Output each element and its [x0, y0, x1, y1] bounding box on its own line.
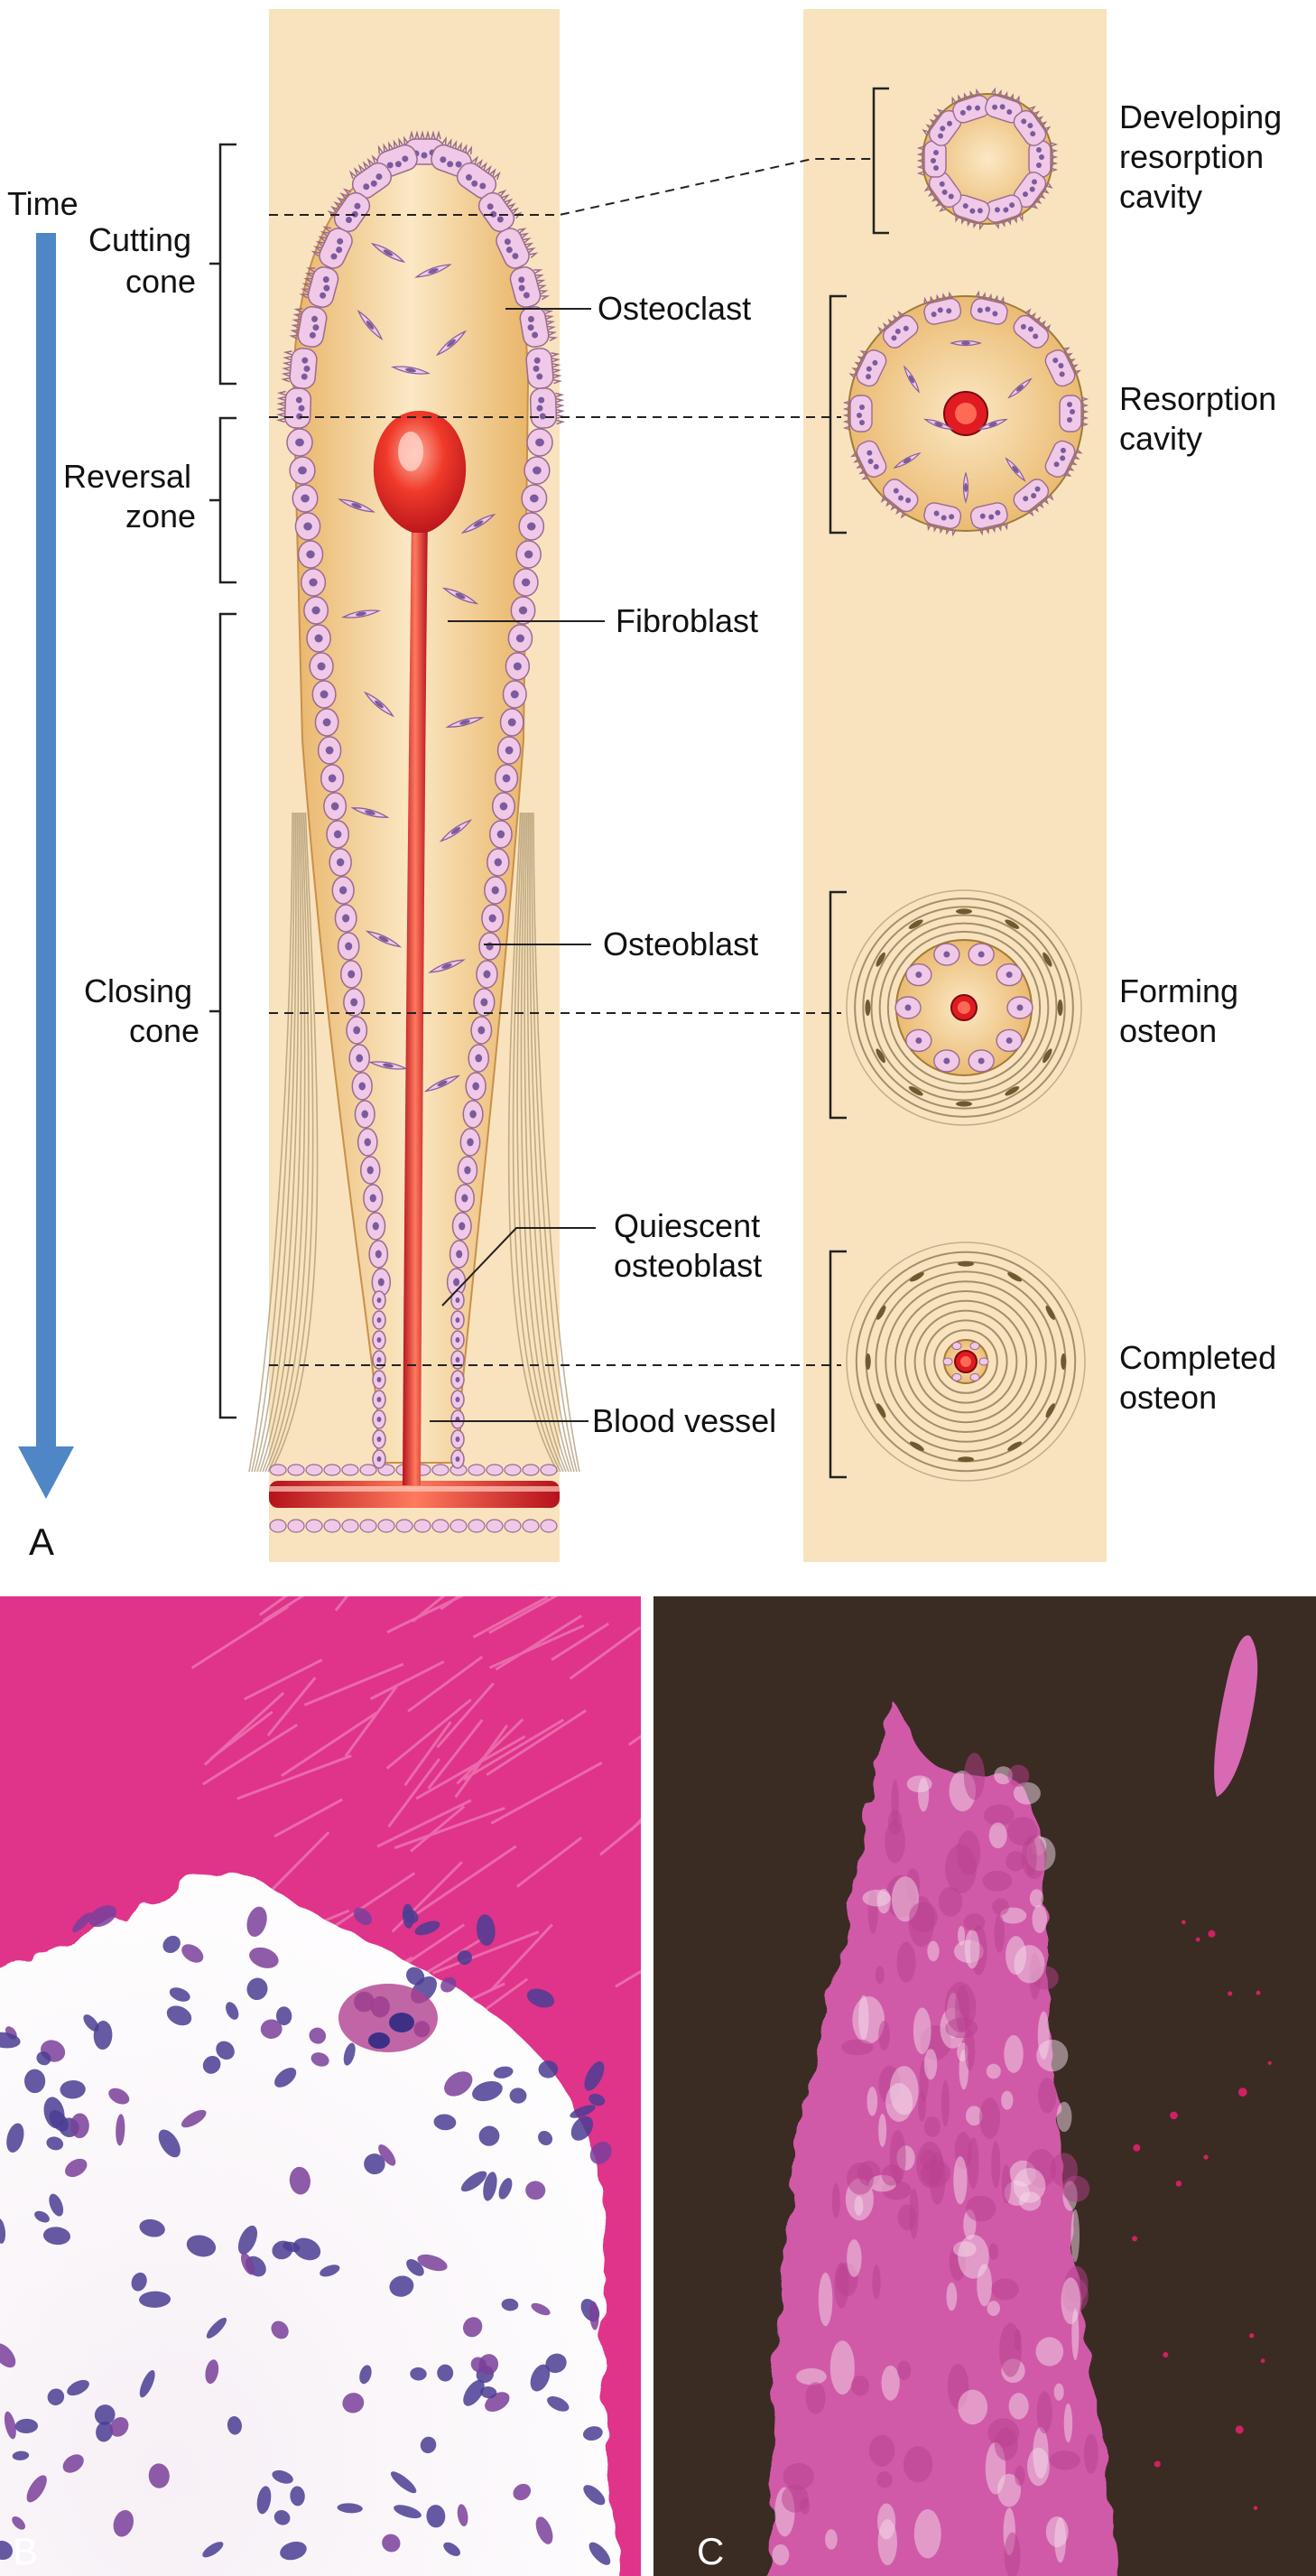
blood-vessel — [373, 411, 467, 1485]
label-quiescent-osteoblast: Quiescent osteoblast — [614, 1207, 769, 1284]
bone-lining-cells — [269, 1464, 558, 1533]
time-arrow — [18, 233, 74, 1499]
osteoclast — [529, 387, 566, 429]
osteoclast-cells — [275, 130, 566, 429]
detached-fragment — [1214, 1635, 1258, 1797]
fibroblast — [341, 609, 381, 618]
fibroblast — [368, 1061, 408, 1070]
stage-brackets — [829, 87, 889, 1479]
panel-a: Time Cutting cone Reversal zone Closing … — [7, 9, 1291, 1563]
stage-label-forming: Forming osteon — [1119, 972, 1247, 1049]
osteoclast — [519, 306, 559, 348]
leader-lines — [430, 308, 605, 1422]
fibroblast — [423, 1074, 461, 1093]
fibroblast — [439, 819, 473, 842]
stage-label-completed: Completed osteon — [1119, 1339, 1285, 1416]
developing-resorption-cavity-section — [916, 87, 1059, 231]
time-label: Time — [7, 185, 79, 222]
osteoclast — [348, 154, 393, 200]
osteoclast — [456, 155, 501, 200]
fibroblast — [350, 807, 390, 818]
panel-letter-c: C — [697, 2530, 724, 2572]
osteoblast-cells — [286, 428, 553, 1469]
osteoclast — [299, 266, 339, 308]
osteoclast — [289, 306, 328, 348]
fibroblast — [428, 959, 466, 973]
osteoclast — [281, 348, 318, 389]
fibroblast — [445, 717, 485, 728]
zone-label-cutting-cone: Cutting cone — [88, 221, 200, 300]
fibroblast — [391, 366, 431, 375]
fibroblast — [435, 330, 468, 357]
forming-osteon-section — [846, 889, 1082, 1126]
label-osteoblast: Osteoblast — [603, 925, 758, 963]
osteoclast — [275, 387, 312, 429]
osteoclast — [496, 228, 539, 269]
fibroblast — [370, 242, 406, 264]
zone-brackets — [209, 143, 236, 1419]
section-level-lines — [269, 158, 874, 1366]
fibroblast — [338, 498, 375, 513]
base-vessel — [269, 1481, 560, 1508]
osteoclast — [525, 348, 563, 389]
completed-osteon-section — [846, 1242, 1086, 1482]
panel-c-micrograph: C — [653, 1596, 1316, 2576]
panel-letter-b: B — [13, 2530, 38, 2572]
fibroblast — [363, 691, 395, 718]
label-osteoclast: Osteoclast — [598, 290, 751, 327]
lamellar-texture — [772, 1753, 1272, 2576]
label-blood-vessel: Blood vessel — [592, 1402, 776, 1439]
fibroblast — [365, 930, 403, 948]
panel-letter-a: A — [29, 1520, 54, 1563]
stage-label-resorption: Resorption cavity — [1119, 380, 1285, 457]
stained-nuclei — [0, 1903, 612, 2565]
panel-b-micrograph: B — [0, 1596, 641, 2576]
zone-label-reversal-zone: Reversal zone — [63, 458, 200, 535]
osteoclast — [509, 266, 551, 308]
fibroblast — [441, 587, 479, 605]
concentric-lamellae-lines — [248, 812, 580, 1473]
fibroblast — [357, 309, 384, 341]
fibroblast — [460, 513, 496, 535]
cross-section-bone-panel — [803, 9, 1107, 1562]
stage-label-developing: Developing resorption cavity — [1119, 98, 1291, 215]
fibroblast-cells — [338, 242, 496, 1093]
fibroblast — [414, 264, 452, 278]
zone-label-closing-cone: Closing cone — [84, 972, 201, 1049]
osteoclast — [310, 226, 353, 269]
resorption-cavity-section — [842, 290, 1089, 537]
label-fibroblast: Fibroblast — [616, 602, 758, 639]
